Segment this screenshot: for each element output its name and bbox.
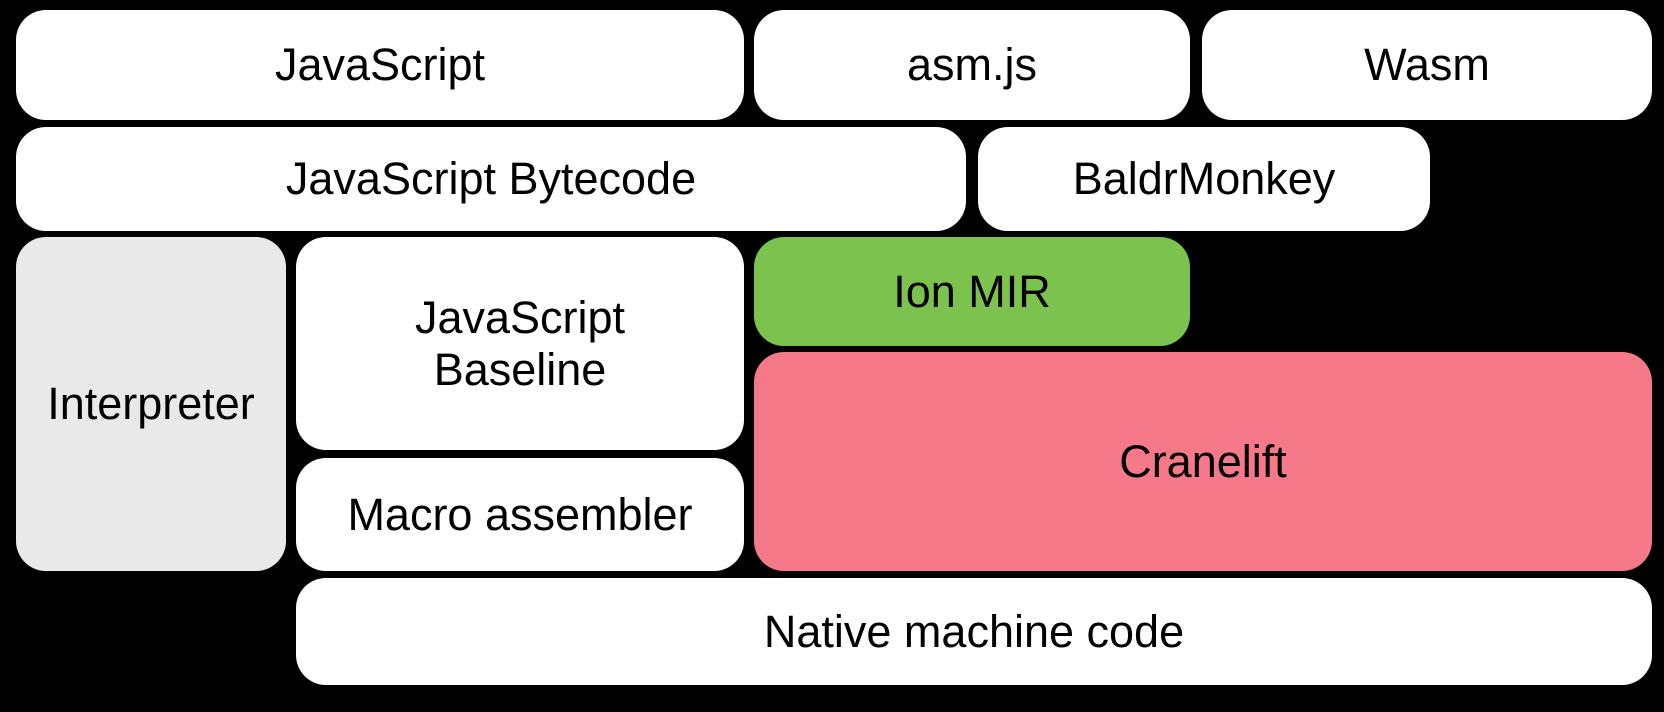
box-ion-mir: Ion MIR [754, 237, 1190, 346]
box-javascript-label: JavaScript [274, 39, 486, 91]
box-interpreter-label: Interpreter [47, 378, 255, 430]
box-native-machine-code: Native machine code [296, 578, 1652, 685]
box-wasm-label: Wasm [1364, 39, 1490, 91]
box-baldrmonkey-label: BaldrMonkey [1072, 153, 1336, 205]
box-javascript-baseline-label: JavaScript Baseline [414, 291, 626, 395]
box-asmjs: asm.js [754, 10, 1190, 120]
box-cranelift: Cranelift [754, 352, 1652, 571]
box-asmjs-label: asm.js [906, 39, 1037, 91]
box-interpreter: Interpreter [16, 237, 286, 571]
box-native-machine-code-label: Native machine code [763, 605, 1185, 657]
box-macro-assembler-label: Macro assembler [347, 488, 693, 540]
box-javascript: JavaScript [16, 10, 744, 120]
box-baldrmonkey: BaldrMonkey [978, 127, 1430, 231]
box-ion-mir-label: Ion MIR [893, 265, 1051, 317]
box-javascript-bytecode-label: JavaScript Bytecode [285, 153, 697, 205]
box-cranelift-label: Cranelift [1119, 435, 1287, 487]
box-wasm: Wasm [1202, 10, 1652, 120]
box-macro-assembler: Macro assembler [296, 458, 744, 571]
box-javascript-bytecode: JavaScript Bytecode [16, 127, 966, 231]
box-javascript-baseline: JavaScript Baseline [296, 237, 744, 450]
